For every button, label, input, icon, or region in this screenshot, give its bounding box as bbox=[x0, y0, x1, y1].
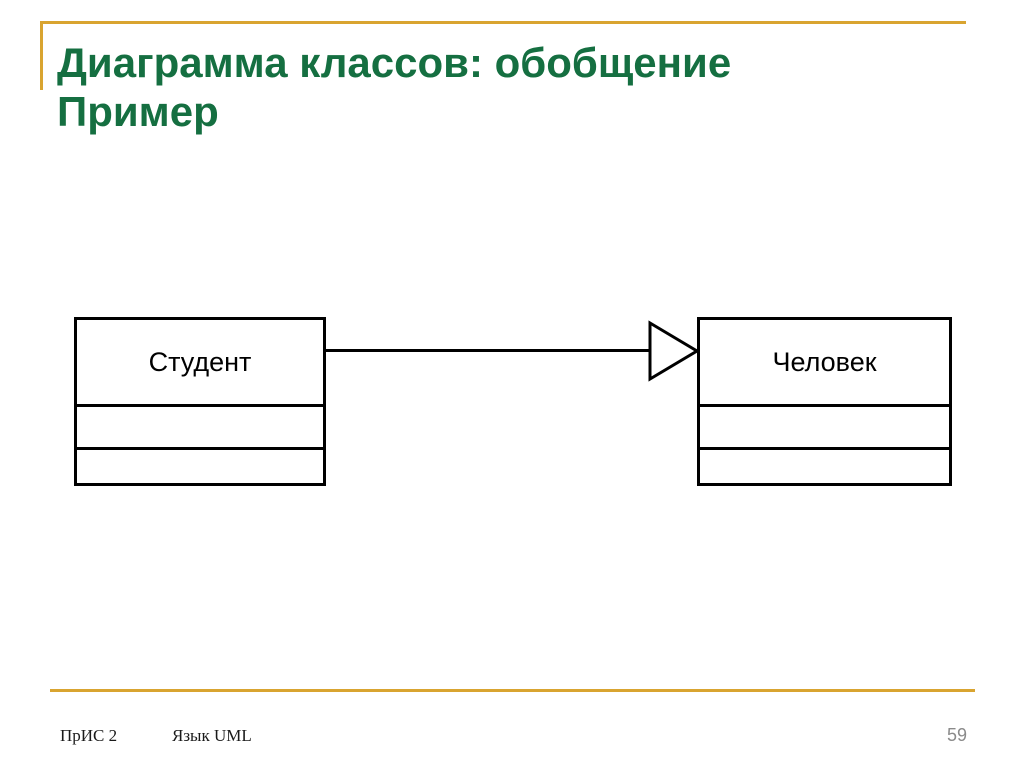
title-top-rule bbox=[40, 21, 966, 24]
slide-title-line1: Диаграмма классов: обобщение bbox=[57, 39, 732, 86]
uml-class-student: Студент bbox=[74, 317, 326, 486]
uml-attributes-compartment bbox=[700, 407, 949, 450]
footer-course-label: ПрИС 2 bbox=[60, 726, 118, 745]
page-number: 59 bbox=[946, 725, 967, 745]
title-left-rule bbox=[40, 21, 43, 90]
uml-attributes-compartment bbox=[77, 407, 323, 450]
generalization-line bbox=[325, 349, 651, 352]
uml-class-person: Человек bbox=[697, 317, 952, 486]
uml-operations-compartment bbox=[77, 450, 323, 483]
generalization-arrowhead-icon bbox=[648, 320, 700, 382]
footer-rule bbox=[50, 689, 975, 692]
slide-title-line2: Пример bbox=[57, 88, 219, 135]
footer-subject-label: Язык UML bbox=[172, 726, 252, 745]
uml-operations-compartment bbox=[700, 450, 949, 483]
uml-class-name: Человек bbox=[700, 320, 949, 407]
uml-class-name: Студент bbox=[77, 320, 323, 407]
